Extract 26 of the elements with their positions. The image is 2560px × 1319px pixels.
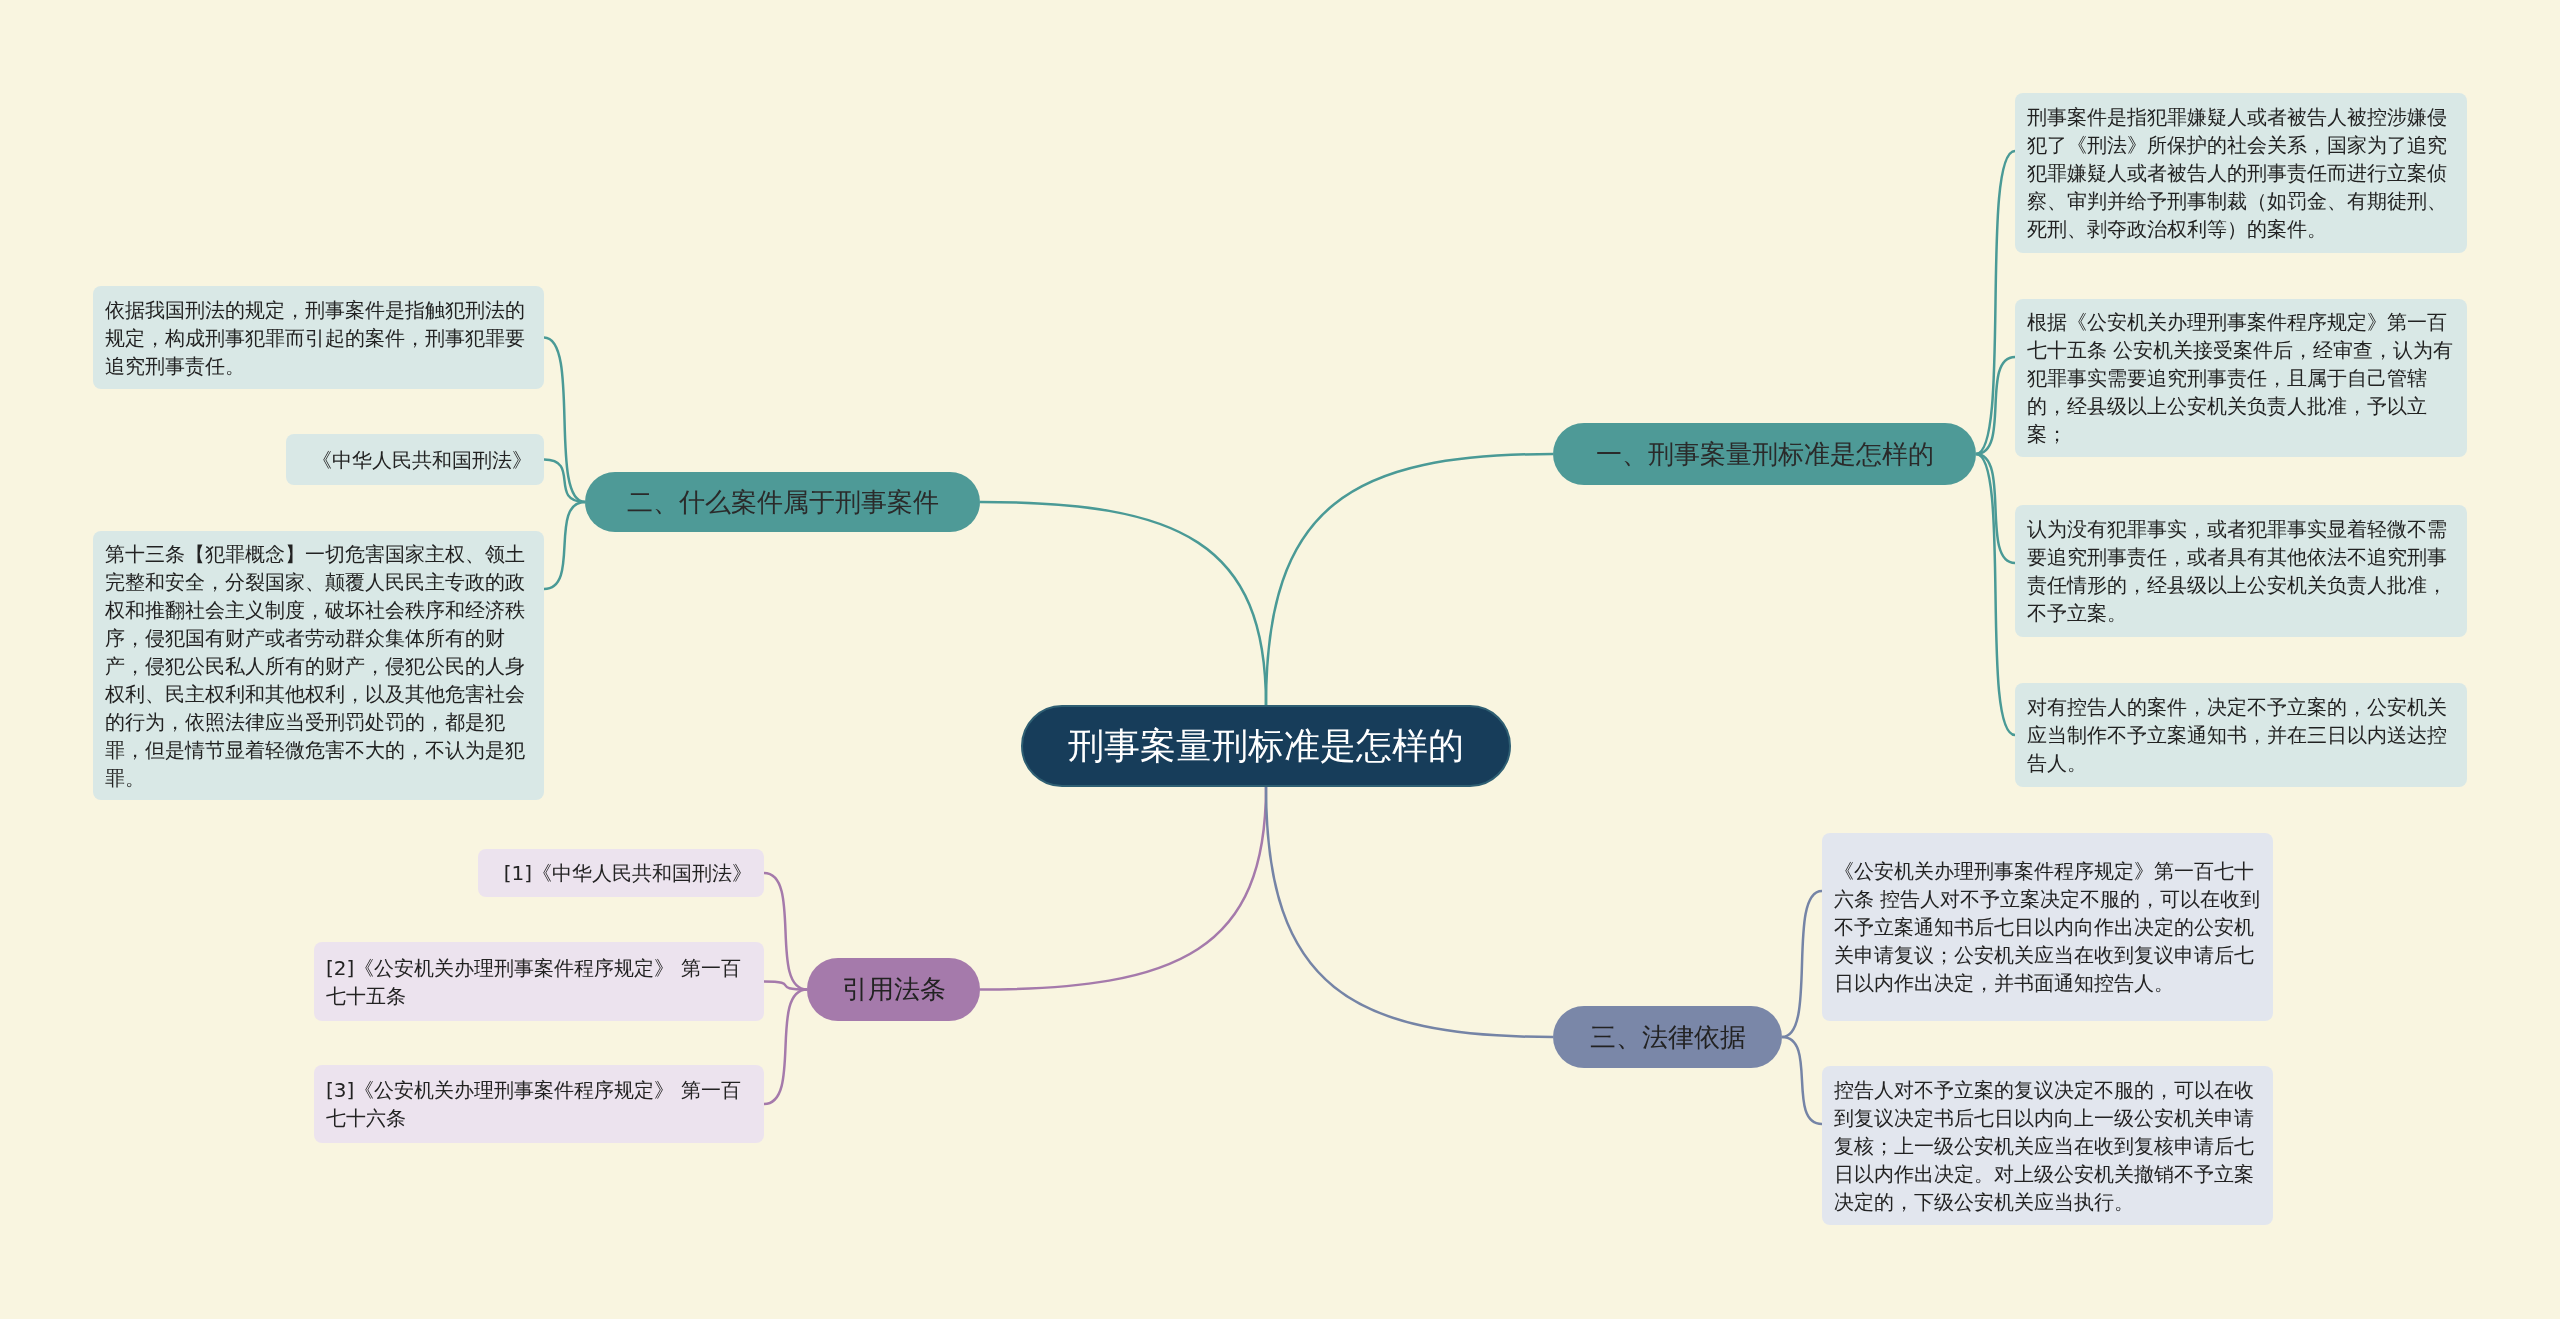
note-box: 《中华人民共和国刑法》 xyxy=(286,434,544,485)
branch-topic: 二、什么案件属于刑事案件 xyxy=(585,472,980,532)
connector-line xyxy=(543,336,586,504)
note-box: 控告人对不予立案的复议决定不服的，可以在收到复议决定书后七日以内向上一级公安机关申请复核；上一级公安机关应当在收到复核申请后七日以内作出决定。对上级公安机关撤销不予立案决定的，下级公安机关应当执行。 xyxy=(1822,1066,2273,1225)
note-box: 根据《公安机关办理刑事案件程序规定》第一百七十五条 公安机关接受案件后，经审查，认为有犯罪事实需要追究刑事责任，且属于自己管辖的，经县级以上公安机关负责人批准，予以立案； xyxy=(2015,299,2467,457)
note-box: 第十三条【犯罪概念】一切危害国家主权、领土完整和安全，分裂国家、颠覆人民民主专政的政权和推翻社会主义制度，破坏社会秩序和经济秩序，侵犯国有财产或者劳动群众集体所有的财产，侵犯公民私人所有的财产，侵犯公民的人身权利、民主权利和其他权利，以及其他危害社会的行为，依照法律应当受刑罚处罚的，都是犯罪，但是情节显着轻微危害不大的，不认为是犯罪。 xyxy=(93,531,544,800)
connector-line xyxy=(1781,889,1823,1039)
note-box: [1]《中华人民共和国刑法》 xyxy=(478,849,764,897)
connector-line xyxy=(1975,150,2016,455)
branch-topic: 引用法条 xyxy=(807,958,980,1021)
note-box: 对有控告人的案件，决定不予立案的，公安机关应当制作不予立案通知书，并在三日以内送达控告人。 xyxy=(2015,683,2467,787)
branch-topic: 一、刑事案量刑标准是怎样的 xyxy=(1553,423,1976,485)
note-box: 依据我国刑法的规定，刑事案件是指触犯刑法的规定，构成刑事犯罪而引起的案件，刑事犯罪要追究刑事责任。 xyxy=(93,286,544,389)
branch-topic: 三、法律依据 xyxy=(1553,1006,1782,1068)
connector-line xyxy=(1264,786,1554,1039)
connector-line xyxy=(1975,453,2016,736)
central-topic: 刑事案量刑标准是怎样的 xyxy=(1021,705,1511,787)
connector-line xyxy=(763,988,808,1106)
note-box: [2]《公安机关办理刑事案件程序规定》 第一百七十五条 xyxy=(314,942,764,1021)
note-box: 刑事案件是指犯罪嫌疑人或者被告人被控涉嫌侵犯了《刑法》所保护的社会关系，国家为了追究犯罪嫌疑人或者被告人的刑事责任而进行立案侦察、审判并给予刑事制裁（如罚金、有期徒刑、死刑、剥夺政治权利等）的案件。 xyxy=(2015,93,2467,253)
connector-line xyxy=(1264,452,1554,706)
connector-line xyxy=(1781,1035,1823,1126)
note-box: [3]《公安机关办理刑事案件程序规定》 第一百七十六条 xyxy=(314,1065,764,1143)
note-box: 认为没有犯罪事实，或者犯罪事实显着轻微不需要追究刑事责任，或者具有其他依法不追究刑事责任情形的，经县级以上公安机关负责人批准，不予立案。 xyxy=(2015,505,2467,637)
connector-line xyxy=(543,500,586,591)
note-box: 《公安机关办理刑事案件程序规定》第一百七十六条 控告人对不予立案决定不服的，可以在收到不予立案通知书后七日以内向作出决定的公安机关申请复议；公安机关应当在收到复议申请后七日以内作出决定，并书面通知控告人。 xyxy=(1822,833,2273,1021)
